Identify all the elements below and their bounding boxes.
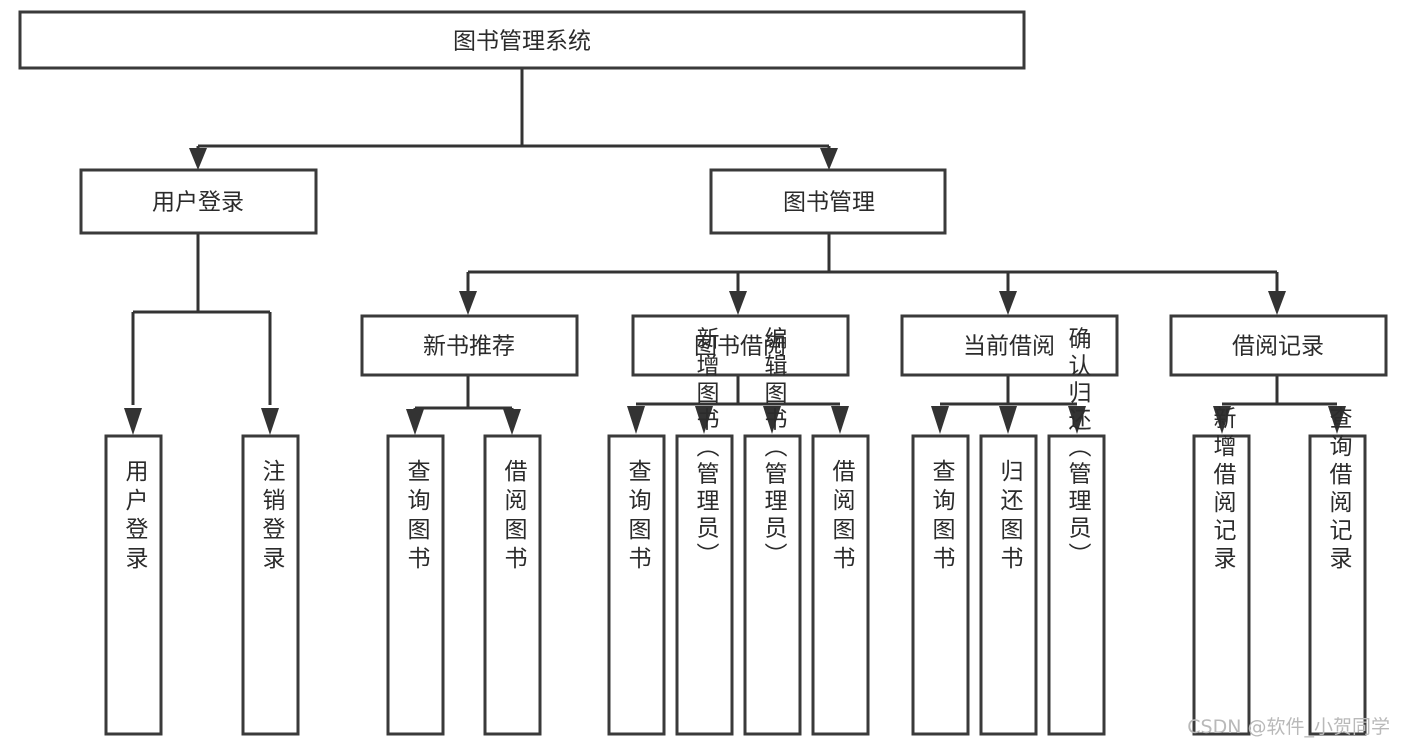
node-current-borrow-box[interactable] bbox=[900, 314, 1119, 377]
leaf-borrow-record-add-box[interactable] bbox=[1192, 434, 1251, 736]
leaf-current-borrow-confirm-box[interactable] bbox=[1047, 434, 1106, 736]
node-book-borrow[interactable]: 图书借阅 bbox=[631, 314, 850, 377]
node-book-borrow-box[interactable] bbox=[631, 314, 850, 377]
leaf-new-book-query-box[interactable] bbox=[386, 434, 445, 736]
leaf-user-login-logout-box[interactable] bbox=[241, 434, 300, 736]
node-borrow-record-label: 借阅记录 bbox=[1232, 334, 1324, 360]
arrowhead-bookborrow-leaf-1 bbox=[627, 406, 645, 434]
node-borrow-record-box[interactable] bbox=[1169, 314, 1388, 377]
arrowhead-leaf-logout bbox=[261, 408, 279, 435]
node-current-borrow-label: 当前借阅 bbox=[963, 334, 1055, 360]
leaf-new-book-borrow[interactable]: 借阅图书 bbox=[483, 434, 542, 736]
node-book-manage-box[interactable] bbox=[709, 168, 947, 235]
leaf-current-borrow-query-label: 查询图书 bbox=[928, 459, 956, 575]
node-new-book-recommend-box[interactable] bbox=[360, 314, 579, 377]
leaf-borrow-record-query-box[interactable] bbox=[1308, 434, 1367, 736]
csdn-watermark: CSDN @软件_小贺同学 bbox=[1187, 716, 1390, 738]
leaf-current-borrow-return-box[interactable] bbox=[979, 434, 1038, 736]
leaf-current-borrow-query-box[interactable] bbox=[911, 434, 970, 736]
arrowhead-bookborrow-leaf-4 bbox=[831, 406, 849, 434]
leaf-user-login-logout[interactable]: 注销登录 bbox=[241, 434, 300, 736]
arrowhead-bookborrow-leaf-2 bbox=[695, 406, 713, 434]
node-user-login-box[interactable] bbox=[79, 168, 318, 235]
arrowhead-borrowrecord-leaf-2 bbox=[1328, 406, 1346, 434]
node-new-book-recommend[interactable]: 新书推荐 bbox=[360, 314, 579, 377]
arrowhead-currentborrow-leaf-1 bbox=[931, 406, 949, 434]
leaf-new-book-borrow-label: 借阅图书 bbox=[500, 459, 528, 575]
arrowhead-current-borrow bbox=[999, 291, 1017, 315]
leaf-user-login-login-label: 用户登录 bbox=[121, 459, 149, 575]
leaf-borrow-record-query-label: 查询借阅记录 bbox=[1325, 406, 1353, 574]
leaf-new-book-query-label: 查询图书 bbox=[403, 459, 431, 575]
leaf-current-borrow-return[interactable]: 归还图书 bbox=[979, 434, 1038, 736]
leaf-current-borrow-query[interactable]: 查询图书 bbox=[911, 434, 970, 736]
node-root-label: 图书管理系统 bbox=[453, 29, 591, 55]
leaf-book-borrow-query[interactable]: 查询图书 bbox=[607, 434, 666, 736]
leaf-book-borrow-add-box[interactable] bbox=[675, 434, 734, 736]
leaf-user-login-logout-label: 注销登录 bbox=[258, 459, 286, 575]
leaf-new-book-borrow-box[interactable] bbox=[483, 434, 542, 736]
leaf-current-borrow-return-label: 归还图书 bbox=[996, 459, 1024, 575]
leaf-borrow-record-query[interactable]: 查询借阅记录 bbox=[1308, 406, 1367, 736]
arrowhead-leaf-user-login bbox=[124, 408, 142, 435]
node-user-login-label: 用户登录 bbox=[152, 190, 244, 216]
leaf-book-borrow-query-label: 查询图书 bbox=[624, 459, 652, 575]
node-root-box[interactable] bbox=[18, 10, 1026, 70]
arrowhead-newbook-leaf-2 bbox=[503, 409, 521, 435]
arrowhead-currentborrow-leaf-3 bbox=[1068, 406, 1086, 434]
node-user-login[interactable]: 用户登录 bbox=[79, 168, 318, 235]
leaf-book-borrow-add-label: 新增图书（管理员） bbox=[692, 327, 720, 570]
arrowhead-new-book bbox=[459, 291, 477, 315]
leaf-book-borrow-edit[interactable]: 编辑图书（管理员） bbox=[743, 327, 802, 736]
node-new-book-recommend-label: 新书推荐 bbox=[423, 334, 515, 360]
leaf-new-book-query[interactable]: 查询图书 bbox=[386, 434, 445, 736]
leaf-book-borrow-edit-label: 编辑图书（管理员） bbox=[760, 327, 788, 570]
node-current-borrow[interactable]: 当前借阅 bbox=[900, 314, 1119, 377]
leaf-current-borrow-confirm-label: 确认归还（管理员） bbox=[1064, 327, 1092, 570]
connector-layer bbox=[124, 68, 1346, 435]
leaf-borrow-record-add-label: 新增借阅记录 bbox=[1209, 406, 1237, 574]
leaf-current-borrow-confirm[interactable]: 确认归还（管理员） bbox=[1047, 327, 1106, 736]
arrowhead-borrowrecord-leaf-1 bbox=[1213, 406, 1231, 434]
leaf-book-borrow-borrow-label: 借阅图书 bbox=[828, 459, 856, 575]
arrowhead-book-manage bbox=[820, 148, 838, 170]
node-borrow-record[interactable]: 借阅记录 bbox=[1169, 314, 1388, 377]
leaf-book-borrow-borrow-box[interactable] bbox=[811, 434, 870, 736]
arrowhead-newbook-leaf-1 bbox=[406, 409, 424, 435]
leaf-user-login-login-box[interactable] bbox=[104, 434, 163, 736]
node-book-manage[interactable]: 图书管理 bbox=[709, 168, 947, 235]
arrowhead-borrow-record bbox=[1268, 291, 1286, 315]
arrowhead-bookborrow-leaf-3 bbox=[763, 406, 781, 434]
node-book-manage-label: 图书管理 bbox=[783, 190, 875, 216]
arrowhead-book-borrow bbox=[729, 291, 747, 315]
node-book-borrow-label: 图书借阅 bbox=[694, 334, 786, 360]
arrowhead-currentborrow-leaf-2 bbox=[999, 406, 1017, 434]
node-root[interactable]: 图书管理系统 bbox=[18, 10, 1026, 70]
leaf-book-borrow-query-box[interactable] bbox=[607, 434, 666, 736]
leaf-user-login-login[interactable]: 用户登录 bbox=[104, 434, 163, 736]
leaf-borrow-record-add[interactable]: 新增借阅记录 bbox=[1192, 406, 1251, 736]
arrowhead-user-login bbox=[189, 148, 207, 170]
leaf-book-borrow-edit-box[interactable] bbox=[743, 434, 802, 736]
leaf-book-borrow-borrow[interactable]: 借阅图书 bbox=[811, 434, 870, 736]
leaf-book-borrow-add[interactable]: 新增图书（管理员） bbox=[675, 327, 734, 736]
